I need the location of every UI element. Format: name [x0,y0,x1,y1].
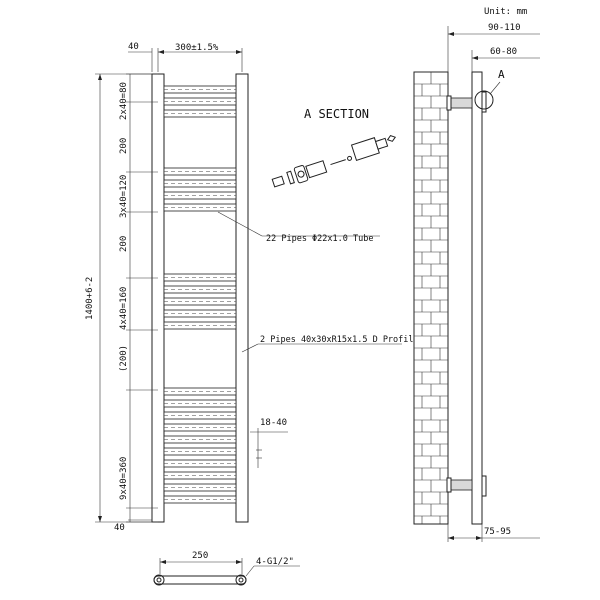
right-rail [235,73,249,523]
segment-label: 200 [119,236,129,252]
brick-wall [413,71,449,525]
segment-label: (200) [119,345,129,372]
pipe-callout: 22 Pipes Φ22x1.0 Tube [266,234,373,244]
profile-callout: 2 Pipes 40x30xR15x1.5 D Profile [260,335,419,345]
dim-width-label: 300±1.5% [175,43,219,53]
gap-callout: 18-40 [260,418,287,428]
dim-bottom-offset-label: 40 [114,523,125,533]
section-title: A SECTION [304,107,369,121]
bottom-width-label: 250 [192,551,208,561]
segment-label: 2x40=80 [119,82,129,120]
segment-label: 200 [119,138,129,154]
segment-label: 9x40=360 [119,457,129,500]
section-marker: A [498,68,505,81]
side-rail [471,71,483,525]
segment-ticks [126,73,158,523]
a-section: A SECTION [271,107,397,188]
left-rail [151,73,165,523]
dim-bottom-label: 75-95 [484,527,511,537]
dim-outer-label: 90-110 [488,23,521,33]
unit-label: Unit: mm [484,7,527,17]
segment-label: 4x40=160 [119,287,129,330]
dim-total-height-label: 1400+6-2 [85,277,95,320]
horizontal-tubes [163,85,237,504]
segment-labels: 2x40=80 200 3x40=120 200 4x40=160 (200) … [119,82,129,500]
bottom-bar [153,575,247,585]
side-view: 90-110 60-80 A 75-95 [413,23,540,542]
front-view: 300±1.5% 40 1400+6-2 2x40=80 200 3x40=12… [85,42,419,586]
segment-label: 3x40=120 [119,175,129,218]
dim-inner-label: 60-80 [490,47,517,57]
connection-label: 4-G1/2" [256,557,294,567]
dim-top-offset-label: 40 [128,42,139,52]
